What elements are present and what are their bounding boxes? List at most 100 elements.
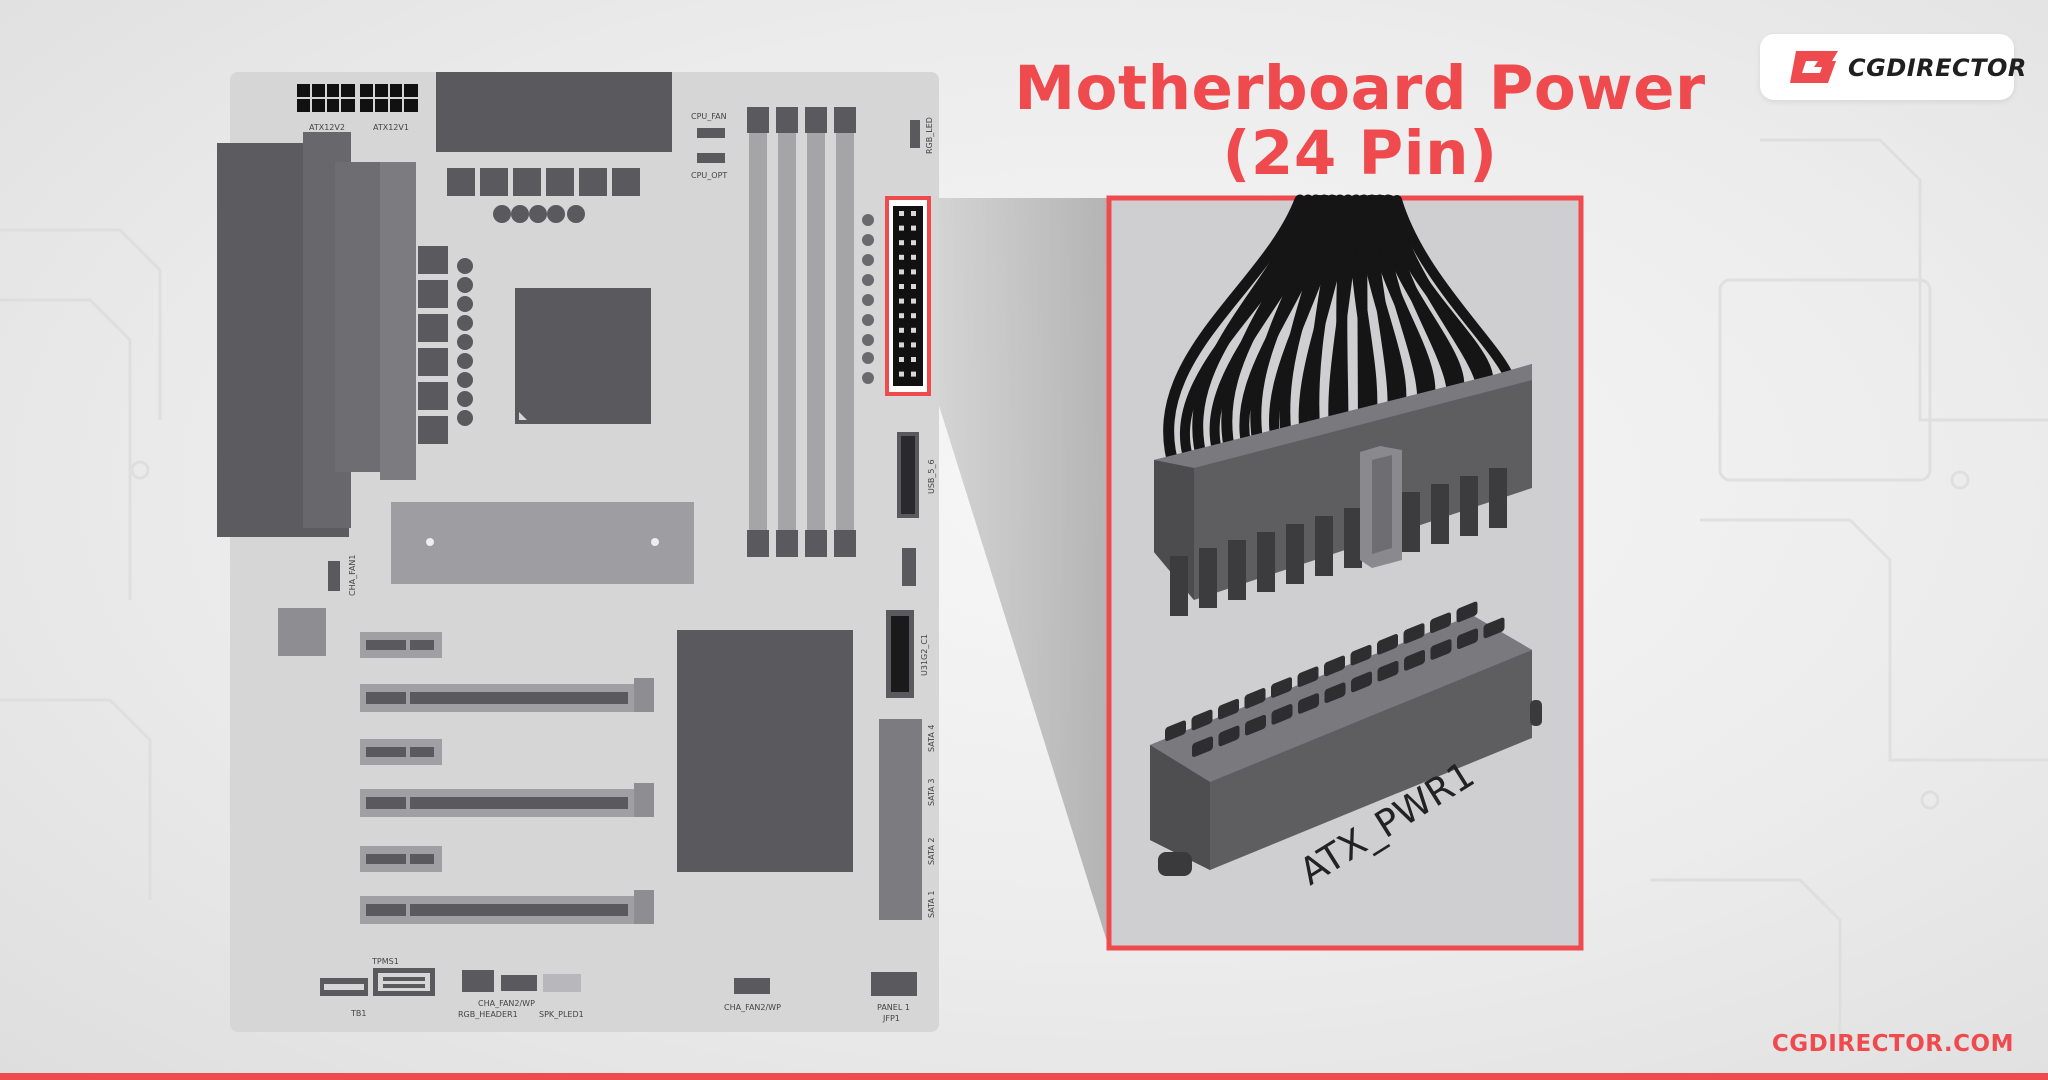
plug-peg (1199, 548, 1217, 608)
board-pin (899, 284, 904, 289)
board-pin (899, 313, 904, 319)
title-line-1: Motherboard Power (1014, 53, 1706, 124)
cable-plug-24pin (1154, 364, 1532, 616)
header-socket (1271, 704, 1293, 725)
plug-peg (1257, 532, 1275, 592)
header-socket (1298, 693, 1319, 714)
dimm-slots (747, 107, 856, 557)
label-tb1: TB1 (350, 1009, 366, 1018)
label-usb56: USB_5_6 (927, 459, 936, 494)
board-pin (899, 254, 904, 260)
label-panel1: PANEL 1 (877, 1003, 910, 1012)
board-pin (899, 269, 904, 275)
motherboard (217, 72, 939, 1032)
label-atx12v2: ATX12V2 (309, 123, 345, 132)
background-circuit-pattern (0, 138, 2048, 1040)
brand-mark-icon (1790, 51, 1838, 83)
plug-peg (1431, 484, 1449, 544)
plug-peg (1402, 492, 1420, 552)
cpu-socket (515, 288, 651, 424)
label-cha-fan1: CHA_FAN1 (348, 555, 357, 597)
board-pin (899, 357, 904, 362)
plug-peg (1344, 508, 1362, 568)
cable-wire (1269, 195, 1346, 459)
title-line-2: (24 Pin) (1222, 118, 1498, 189)
label-sata2: SATA 2 (927, 838, 936, 865)
board-labels: ATX12V2 ATX12V1 CPU_FAN CPU_OPT RGB_LED … (309, 112, 936, 1023)
header-socket (1165, 720, 1186, 741)
plug-peg (1286, 524, 1304, 584)
cable-wire (1209, 195, 1332, 473)
header-socket (1191, 709, 1213, 731)
callout-panel: ATX_PWR1 (1106, 194, 1584, 951)
board-pin (899, 225, 904, 231)
header-socket (1324, 682, 1346, 703)
board-pin (899, 342, 904, 348)
vrm-chokes (447, 168, 640, 196)
plug-peg (1489, 468, 1507, 528)
magnify-beam (936, 198, 1109, 948)
header-socket (1404, 650, 1425, 671)
label-sata4: SATA 4 (927, 725, 936, 752)
header-socket (1456, 601, 1478, 623)
board-pin (911, 254, 916, 260)
board-pin (911, 225, 916, 231)
header-socket (1192, 736, 1213, 757)
plug-peg (1170, 556, 1188, 616)
board-atx-24pin (885, 196, 931, 396)
label-cha-fan2-wp-a: CHA_FAN2/WP (478, 999, 535, 1008)
header-socket (1245, 714, 1266, 736)
header-socket (1430, 639, 1452, 660)
header-socket (1403, 623, 1425, 644)
sata-ports (879, 719, 922, 920)
board-pin (911, 313, 916, 319)
bottom-accent-bar (0, 1073, 2048, 1080)
plug-peg (1228, 540, 1246, 600)
cable-wire (1163, 194, 1306, 476)
board-pin (899, 211, 904, 216)
cable-wire (1239, 195, 1339, 466)
pcie-slots (360, 632, 654, 924)
plug-peg (1315, 516, 1333, 576)
brand-logo-text: CGDIRECTOR (1848, 54, 2027, 82)
board-pin (911, 211, 916, 216)
label-spk-pled1: SPK_PLED1 (539, 1010, 584, 1019)
label-rgb-header1: RGB_HEADER1 (458, 1010, 518, 1019)
brand-logo[interactable]: CGDIRECTOR (1760, 34, 2026, 100)
header-socket (1483, 617, 1505, 639)
footer-url[interactable]: CGDIRECTOR.COM (1771, 1031, 2014, 1057)
board-pin (911, 357, 916, 362)
label-u31g2-c1: U31G2_C1 (920, 634, 929, 676)
m2-heatsink (391, 502, 694, 584)
header-socket (1430, 612, 1451, 633)
board-pin (899, 327, 904, 333)
board-pin (899, 371, 904, 377)
board-pin (911, 371, 916, 377)
header-socket (1457, 628, 1478, 649)
label-cpu-opt: CPU_OPT (691, 171, 727, 180)
label-jfp1: JFP1 (882, 1014, 900, 1023)
cable-wire (1179, 195, 1325, 480)
cable-wire (1357, 195, 1368, 438)
label-tpms1: TPMS1 (371, 957, 399, 966)
header-socket (1324, 655, 1345, 677)
cable-wire (1298, 195, 1353, 452)
board-pin (911, 327, 916, 333)
board-pin (899, 240, 904, 246)
header-socket (1377, 660, 1399, 682)
plug-peg (1460, 476, 1478, 536)
label-atx12v1: ATX12V1 (373, 123, 409, 132)
label-rgb-led: RGB_LED (925, 117, 934, 154)
header-socket (1218, 698, 1239, 720)
board-pin (911, 298, 916, 304)
label-sata1: SATA 1 (927, 891, 936, 918)
board-pin (911, 240, 916, 246)
board-pin (911, 284, 916, 289)
board-pin (911, 269, 916, 275)
label-sata3: SATA 3 (927, 779, 936, 806)
board-pin (911, 342, 916, 348)
chipset-heatsink (677, 630, 853, 872)
label-cha-fan2-wp-b: CHA_FAN2/WP (724, 1003, 781, 1012)
